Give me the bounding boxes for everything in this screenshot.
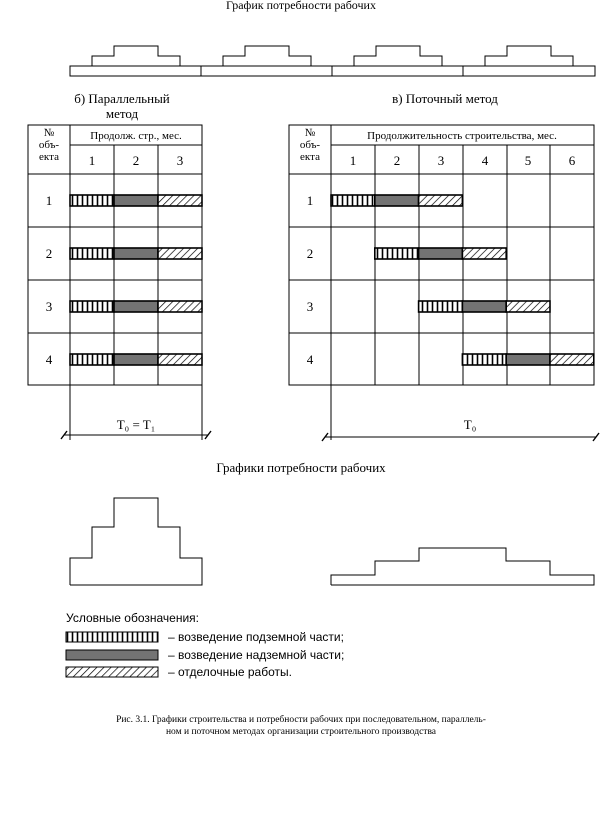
legend-swatch-finishing [65, 666, 159, 678]
parallel-month-1: 1 [89, 153, 96, 168]
flow-bar-obj2-underground [373, 247, 420, 260]
flow-header-duration: Продолжительность строительства, мес. [367, 130, 557, 142]
flow-header-no-3: екта [300, 151, 320, 163]
legend-title: Условные обозначения: [66, 611, 199, 625]
legend-label-aboveground: – возведение надземной части; [168, 648, 344, 662]
parallel-header-no-2: объ- [39, 139, 60, 151]
parallel-bar-obj1-underground [69, 194, 115, 207]
flow-bar-obj1-underground [330, 194, 376, 207]
flow-object-3: 3 [307, 299, 314, 314]
top-workforce-graph [69, 45, 596, 77]
parallel-title-line2: метод [106, 106, 139, 121]
top-title: График потребности рабочих [226, 0, 376, 12]
flow-duration-label: T₀ [464, 417, 476, 432]
flow-workforce-graph [330, 547, 595, 586]
parallel-bars [69, 194, 203, 366]
figure-caption-line2: ном и поточном методах организации строи… [166, 727, 437, 737]
parallel-object-3: 3 [46, 299, 53, 314]
flow-month-6: 6 [569, 153, 576, 168]
flow-month-2: 2 [394, 153, 401, 168]
parallel-header-no-3: екта [39, 151, 59, 163]
parallel-object-1: 1 [46, 193, 53, 208]
parallel-workforce-graph [69, 497, 203, 586]
parallel-bar-obj1-aboveground [113, 194, 159, 207]
flow-bar-obj4-aboveground [505, 353, 551, 366]
bottom-title: Графики потребности рабочих [216, 460, 386, 475]
parallel-bar-obj3-underground [69, 300, 115, 313]
parallel-duration-dimension [60, 385, 212, 440]
flow-bar-obj3-underground [417, 300, 464, 313]
flow-object-1: 1 [307, 193, 314, 208]
flow-bar-obj1-aboveground [373, 194, 420, 207]
flow-header-no: № [305, 127, 316, 139]
figure-caption-line1: Рис. 3.1. Графики строительства и потреб… [116, 714, 486, 725]
flow-month-3: 3 [438, 153, 445, 168]
flow-month-4: 4 [482, 153, 489, 168]
parallel-header-duration: Продолж. стр., мес. [90, 130, 182, 142]
parallel-bar-obj2-underground [69, 247, 115, 260]
flow-bar-obj4-underground [461, 353, 507, 366]
parallel-title: б) Параллельный [74, 91, 170, 106]
flow-table: № объ- екта Продолжительность строительс… [288, 124, 595, 386]
flow-bars [330, 194, 595, 366]
parallel-object-2: 2 [46, 246, 53, 261]
flow-bar-obj1-finishing [417, 194, 464, 207]
flow-duration-dimension [321, 385, 600, 442]
flow-object-4: 4 [307, 352, 314, 367]
parallel-bar-obj4-finishing [157, 353, 203, 366]
legend-swatch-aboveground [65, 649, 159, 661]
parallel-bar-obj4-underground [69, 353, 115, 366]
legend-swatch-underground [65, 631, 159, 643]
parallel-month-2: 2 [133, 153, 140, 168]
parallel-bar-obj2-finishing [157, 247, 203, 260]
parallel-bar-obj1-finishing [157, 194, 203, 207]
flow-bar-obj2-aboveground [417, 247, 464, 260]
flow-header-no-2: объ- [300, 139, 321, 151]
flow-bar-obj4-finishing [549, 353, 595, 366]
flow-month-5: 5 [525, 153, 532, 168]
parallel-object-4: 4 [46, 352, 53, 367]
parallel-bar-obj2-aboveground [113, 247, 159, 260]
legend-label-underground: – возведение подземной части; [168, 630, 344, 644]
parallel-bar-obj4-aboveground [113, 353, 159, 366]
parallel-month-3: 3 [177, 153, 184, 168]
parallel-bar-obj3-finishing [157, 300, 203, 313]
parallel-table: № объ- екта Продолж. стр., мес. 1 2 3 1 … [27, 124, 203, 386]
parallel-header-no: № [44, 127, 55, 139]
legend-label-finishing: – отделочные работы. [168, 665, 292, 679]
flow-bar-obj3-aboveground [461, 300, 507, 313]
parallel-duration-label: T₀ = T₁ [117, 417, 156, 432]
flow-object-2: 2 [307, 246, 314, 261]
flow-month-1: 1 [350, 153, 357, 168]
flow-title: в) Поточный метод [392, 91, 498, 106]
parallel-bar-obj3-aboveground [113, 300, 159, 313]
flow-bar-obj2-finishing [461, 247, 507, 260]
flow-bar-obj3-finishing [505, 300, 551, 313]
